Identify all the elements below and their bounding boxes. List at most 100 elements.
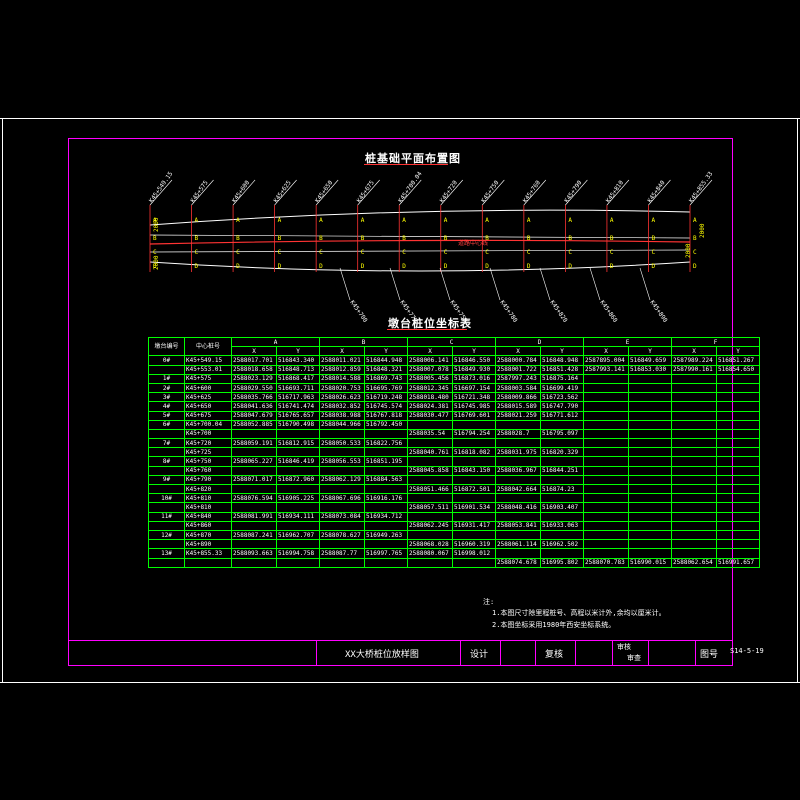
coordinate-cell: 516699.419 [540, 382, 584, 394]
coordinate-cell: 2588018.480 [407, 392, 453, 403]
coordinate-cell [540, 456, 584, 467]
coordinate-cell [716, 529, 760, 541]
coordinate-cell: 2588036.967 [495, 465, 541, 476]
coordinate-cell [716, 483, 760, 495]
coordinate-cell [583, 520, 629, 531]
coordinate-cell [671, 502, 717, 513]
coordinate-cell: 516905.225 [276, 493, 320, 504]
coordinate-cell [716, 539, 760, 550]
coordinate-cell [671, 493, 717, 504]
coordinate-cell: 2588078.627 [319, 529, 365, 541]
coordinate-cell: 516767.818 [364, 410, 408, 421]
coordinate-cell [407, 511, 453, 522]
coordinate-cell: 2588073.084 [319, 511, 365, 522]
coordinate-cell: 2588032.852 [319, 401, 365, 412]
station-label-top: K45+700.04 [397, 170, 424, 204]
coordinate-cell: 516991.657 [716, 557, 760, 568]
table-subheader-cell: Y [364, 346, 408, 357]
pile-marker: A [153, 217, 157, 224]
coordinate-cell: 2588047.679 [231, 410, 277, 421]
station-cell: K45+870 [184, 529, 232, 541]
coordinate-cell [716, 456, 760, 467]
coordinate-cell [364, 520, 408, 531]
station-label-bottom: K45+700 [348, 299, 368, 324]
coordinate-cell [495, 438, 541, 449]
coordinate-cell [583, 548, 629, 559]
pile-marker: B [610, 235, 614, 242]
coordinate-cell: 516765.657 [276, 410, 320, 421]
coordinate-cell [716, 419, 760, 430]
pile-marker: B [485, 235, 489, 242]
pile-marker: C [444, 249, 448, 256]
pier-number-cell [148, 428, 185, 440]
station-cell: K45+820 [184, 483, 232, 495]
coordinate-cell: 2588030.477 [407, 410, 453, 421]
table-subheader-cell: X [671, 346, 717, 357]
right-dim-top: 2000 [699, 223, 706, 238]
coordinate-cell: 516843.150 [452, 465, 496, 476]
coordinate-cell [231, 557, 277, 568]
coordinate-cell [276, 447, 320, 458]
pier-number-cell [148, 520, 185, 531]
pile-marker: C [195, 249, 199, 256]
coordinate-cell [583, 392, 629, 403]
station-leader [399, 179, 422, 206]
coordinate-cell: 2588041.636 [231, 401, 277, 412]
coordinate-cell: 516851.428 [540, 364, 584, 375]
coordinate-cell [671, 474, 717, 486]
station-leader [357, 179, 380, 206]
coordinate-cell: 516934.712 [364, 511, 408, 522]
station-leader [232, 179, 256, 206]
coordinate-cell [716, 392, 760, 403]
pile-marker: D [361, 263, 365, 270]
station-cell: K45+760 [184, 465, 232, 476]
pile-marker: B [361, 235, 365, 242]
coordinate-cell [452, 419, 496, 430]
coordinate-cell [628, 548, 672, 559]
left-dim-top: 2000 [153, 217, 160, 232]
coordinate-cell [276, 465, 320, 476]
station-label-top: K45+840 [646, 179, 666, 204]
coordinate-cell [671, 539, 717, 550]
coordinate-cell: 2588087.241 [231, 529, 277, 541]
station-label-top: K45+625 [273, 179, 293, 204]
coordinate-cell [716, 511, 760, 522]
coordinate-cell: 516846.550 [452, 355, 496, 366]
coordinate-cell: 2588001.722 [495, 364, 541, 375]
coordinate-cell [671, 401, 717, 412]
pile-marker: D [319, 263, 323, 270]
centerline-label: 道路中心线 [458, 239, 488, 247]
coordinate-cell: 516697.154 [452, 382, 496, 394]
coordinate-cell: 516695.769 [364, 382, 408, 394]
table-header-group: D [495, 336, 584, 348]
coordinate-cell [495, 529, 541, 541]
coordinate-cell: 2588009.866 [495, 392, 541, 403]
coordinate-cell [628, 410, 672, 421]
station-label-top: K45+855.33 [688, 170, 715, 204]
coordinate-cell [452, 456, 496, 467]
coordinate-cell [716, 548, 760, 559]
coordinate-cell: 516875.164 [540, 373, 584, 384]
pile-marker: B [651, 235, 655, 242]
station-cell: K45+700 [184, 428, 232, 440]
coordinate-cell [364, 502, 408, 513]
station-cell: K45+575 [184, 373, 232, 384]
pier-number-cell: 12# [148, 529, 185, 541]
coordinate-cell: 2588080.067 [407, 548, 453, 559]
station-label-top: K45+810 [605, 179, 625, 204]
pile-marker: A [319, 217, 323, 224]
coordinate-cell [628, 502, 672, 513]
pile-marker: A [444, 217, 448, 224]
coordinate-cell [495, 419, 541, 430]
coordinate-cell: 516916.176 [364, 493, 408, 504]
coordinate-cell: 516717.963 [276, 392, 320, 403]
coordinate-cell [583, 474, 629, 486]
pile-marker: A [361, 217, 365, 224]
coordinate-cell: 2588017.701 [231, 355, 277, 366]
station-cell: K45+720 [184, 438, 232, 449]
